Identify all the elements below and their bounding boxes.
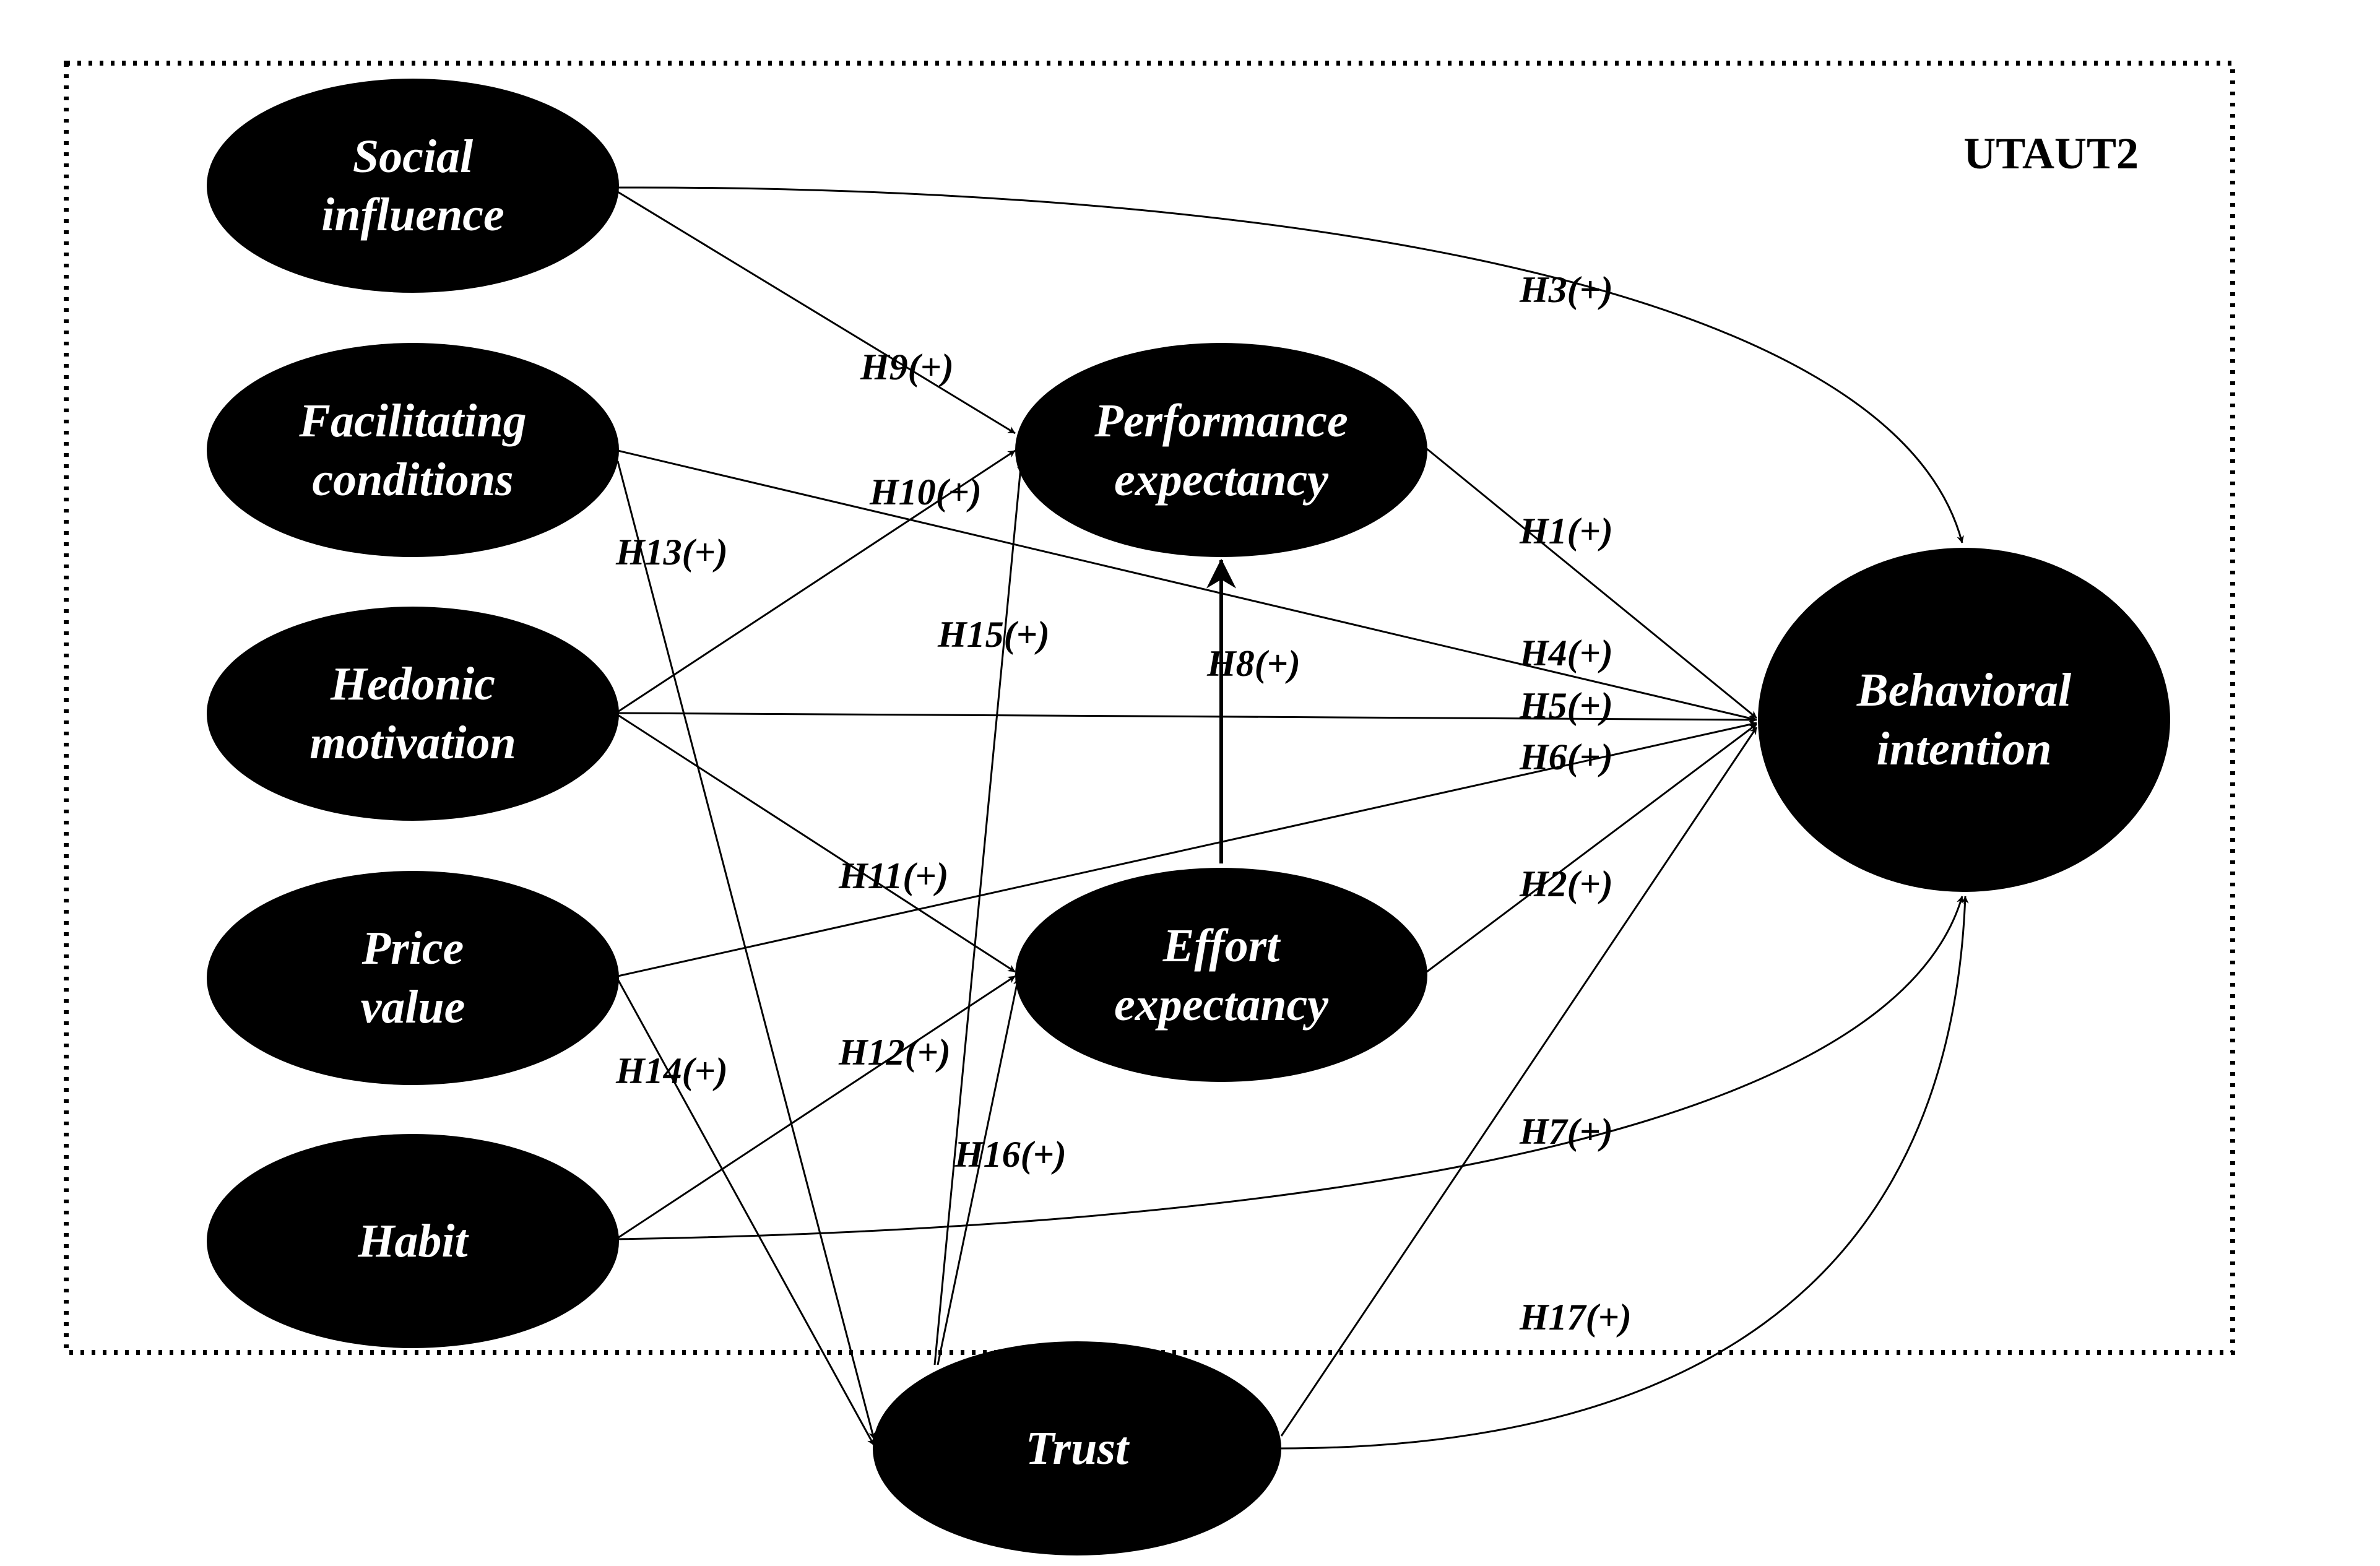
edge-label-h14: H14(+) (615, 1050, 728, 1091)
node-hedonic-motivation: Hedonic motivation (207, 607, 619, 821)
edge-h3 (617, 186, 1964, 543)
edge-h4 (617, 449, 1757, 722)
node-label: Performance (1094, 395, 1348, 447)
node-label: Effort (1162, 920, 1282, 972)
node-habit: Habit (207, 1134, 619, 1348)
edge-label-h11: H11(+) (838, 855, 949, 896)
node-price-value: Price value (207, 871, 619, 1085)
edge-h2 (1426, 723, 1757, 973)
edge-h9 (617, 191, 1016, 435)
node-label: expectancy (1114, 454, 1328, 506)
node-label: Hedonic (330, 658, 495, 710)
edge-h5 (617, 712, 1757, 724)
edge-label-h4: H4(+) (1519, 633, 1613, 673)
node-facilitating-conditions: Facilitating conditions (207, 343, 619, 557)
node-label: influence (321, 189, 504, 241)
edge-h10 (617, 449, 1016, 713)
edge-label-h16: H16(+) (954, 1134, 1067, 1175)
edge-label-h12: H12(+) (838, 1032, 951, 1073)
edge-h13 (617, 461, 876, 1440)
edge-label-h15: H15(+) (937, 614, 1050, 655)
edge-h11 (617, 714, 1016, 973)
node-effort-expectancy: Effort expectancy (1015, 868, 1427, 1082)
edge-labels: H3(+) H9(+) H10(+) H13(+) H15(+) H8(+) H… (615, 269, 1632, 1338)
edge-label-h8: H8(+) (1206, 643, 1300, 684)
edge-label-h17: H17(+) (1519, 1297, 1632, 1338)
edge-h14 (617, 979, 875, 1446)
node-label: Price (361, 922, 464, 974)
edges (617, 186, 1969, 1450)
edge-h16 (937, 977, 1021, 1365)
node-label: motivation (309, 717, 516, 769)
edge-label-h5: H5(+) (1519, 685, 1613, 726)
edge-trust-bi (1280, 727, 1758, 1437)
node-label: conditions (312, 454, 513, 506)
node-label: Trust (1026, 1422, 1130, 1474)
node-trust: Trust (873, 1341, 1281, 1555)
edge-label-h9: H9(+) (860, 347, 954, 387)
edge-h7 (617, 896, 1964, 1240)
node-label: expectancy (1114, 979, 1328, 1031)
edge-h17 (1281, 896, 1969, 1450)
node-social-influence: Social influence (207, 79, 619, 293)
edge-label-h6: H6(+) (1519, 737, 1613, 777)
edge-label-h13: H13(+) (615, 532, 728, 573)
utaut2-title: UTAUT2 (1963, 129, 2139, 178)
node-label: value (361, 981, 465, 1033)
node-label: Social (353, 131, 473, 183)
edge-label-h2: H2(+) (1519, 863, 1613, 904)
edge-h15 (933, 461, 1024, 1365)
edge-h6 (617, 720, 1757, 977)
edge-label-h3: H3(+) (1519, 269, 1613, 310)
node-label: Habit (357, 1215, 469, 1267)
edge-label-h7: H7(+) (1519, 1111, 1613, 1152)
node-behavioral-intention: Behavioral intention (1758, 548, 2170, 892)
node-label: intention (1877, 723, 2052, 775)
edge-label-h10: H10(+) (869, 472, 982, 513)
edge-label-h1: H1(+) (1519, 511, 1613, 552)
utaut2-boundary (64, 61, 2235, 1355)
node-label: Behavioral (1856, 664, 2071, 716)
edge-h12 (617, 975, 1016, 1239)
node-label: Facilitating (298, 395, 526, 447)
node-performance-expectancy: Performance expectancy (1015, 343, 1427, 557)
edge-h1 (1426, 448, 1757, 719)
